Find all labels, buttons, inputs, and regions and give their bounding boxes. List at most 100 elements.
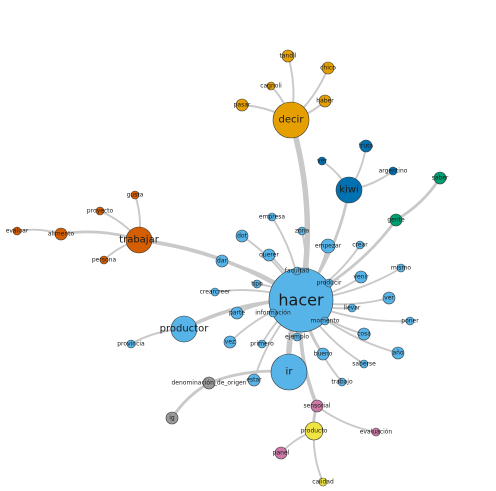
node-mismo[interactable]: mismo	[391, 263, 411, 273]
node-momento[interactable]: momento	[311, 316, 340, 326]
node-saberse-circle[interactable]	[359, 359, 369, 369]
node-crearcreer[interactable]: crearcreer	[200, 287, 231, 297]
node-venir[interactable]: venir	[353, 270, 369, 284]
node-dar-circle[interactable]	[215, 254, 229, 268]
node-dar[interactable]: dar	[215, 254, 229, 268]
node-sensorial-circle[interactable]	[310, 399, 324, 413]
node-panel-circle[interactable]	[274, 446, 288, 460]
node-haber[interactable]: haber	[316, 94, 334, 108]
node-trabajar[interactable]: trabajar	[119, 226, 160, 254]
node-hacer-circle[interactable]	[268, 267, 334, 333]
node-gusta-circle[interactable]	[130, 190, 140, 200]
node-parte-circle[interactable]	[230, 306, 244, 320]
node-producto-circle[interactable]	[304, 421, 324, 441]
node-vez[interactable]: vez	[223, 335, 237, 349]
node-informacion[interactable]: información	[255, 308, 291, 318]
node-trabajo-circle[interactable]	[337, 377, 347, 387]
node-ver_dk[interactable]: ver	[317, 156, 327, 166]
node-empresa-circle[interactable]	[267, 212, 277, 222]
node-bueno-circle[interactable]	[316, 347, 330, 361]
node-evaluacion[interactable]: evaluación	[360, 427, 393, 437]
node-saberse[interactable]: saberse	[352, 359, 376, 369]
node-evaluar[interactable]: evaluar	[6, 226, 29, 236]
node-querer[interactable]: querer	[259, 248, 279, 262]
node-cagnoli-circle[interactable]	[266, 81, 276, 91]
node-persona[interactable]: persona	[92, 255, 117, 265]
node-pasar-circle[interactable]	[235, 98, 249, 112]
node-mismo-circle[interactable]	[396, 263, 406, 273]
node-producir[interactable]: producir	[317, 278, 342, 288]
node-saber[interactable]: saber	[432, 171, 449, 185]
node-pasar[interactable]: pasar	[234, 98, 251, 112]
node-calidad[interactable]: calidad	[312, 477, 334, 487]
node-venir-circle[interactable]	[354, 270, 368, 284]
node-cosa-circle[interactable]	[357, 327, 371, 341]
node-ejemplo[interactable]: ejemplo	[285, 332, 309, 342]
node-primero[interactable]: primero	[250, 339, 274, 349]
node-ig[interactable]: ig	[165, 411, 179, 425]
node-chico-circle[interactable]	[321, 61, 335, 75]
node-cosa[interactable]: cosa	[357, 327, 371, 341]
node-gusta[interactable]: gusta	[127, 190, 144, 200]
node-querer-circle[interactable]	[262, 248, 276, 262]
node-ejemplo-circle[interactable]	[292, 332, 302, 342]
node-ano-circle[interactable]	[391, 346, 405, 360]
node-crear-circle[interactable]	[355, 240, 365, 250]
node-provincia-circle[interactable]	[126, 339, 136, 349]
node-fruta-circle[interactable]	[359, 139, 373, 153]
node-decir-circle[interactable]	[272, 101, 310, 139]
node-ir[interactable]: ir	[270, 353, 308, 391]
node-ver_dk-circle[interactable]	[317, 156, 327, 166]
node-poner-circle[interactable]	[405, 316, 415, 326]
node-poner[interactable]: poner	[401, 316, 419, 326]
node-kiwi[interactable]: kiwi	[335, 176, 363, 204]
node-kiwi-circle[interactable]	[335, 176, 363, 204]
node-ver[interactable]: ver	[382, 291, 396, 305]
node-tandil-circle[interactable]	[281, 49, 295, 63]
node-crearcreer-circle[interactable]	[210, 287, 220, 297]
node-trabajar-circle[interactable]	[125, 226, 153, 254]
node-parte[interactable]: parte	[229, 306, 245, 320]
node-llevar[interactable]: llevar	[344, 303, 361, 313]
node-ano[interactable]: año	[391, 346, 405, 360]
node-ig-circle[interactable]	[165, 411, 179, 425]
node-vez-circle[interactable]	[223, 335, 237, 349]
node-evaluacion-circle[interactable]	[371, 427, 381, 437]
node-bueno[interactable]: bueno	[314, 347, 333, 361]
node-denominacion[interactable]: denominación_de_origen	[171, 376, 247, 390]
node-denominacion-circle[interactable]	[202, 376, 216, 390]
node-trabajo[interactable]: trabajo	[331, 377, 353, 387]
node-estar[interactable]: estar	[246, 373, 262, 387]
node-productor-circle[interactable]	[170, 315, 198, 343]
node-facultad-circle[interactable]	[292, 266, 302, 276]
node-momento-circle[interactable]	[320, 316, 330, 326]
node-chico[interactable]: chico	[320, 61, 336, 75]
node-estar-circle[interactable]	[247, 373, 261, 387]
node-argentino[interactable]: argentino	[379, 166, 408, 176]
node-tipo[interactable]: tipo	[251, 279, 263, 289]
node-evaluar-circle[interactable]	[12, 226, 22, 236]
node-decir[interactable]: decir	[272, 101, 310, 139]
node-dot[interactable]: dot	[235, 229, 249, 243]
node-calidad-circle[interactable]	[318, 477, 328, 487]
node-gente[interactable]: gente	[387, 213, 405, 227]
node-primero-circle[interactable]	[257, 339, 267, 349]
node-ir-circle[interactable]	[270, 353, 308, 391]
node-saber-circle[interactable]	[433, 171, 447, 185]
node-productor[interactable]: productor	[160, 315, 210, 343]
node-producir-circle[interactable]	[324, 278, 334, 288]
node-empezar[interactable]: empezar	[315, 238, 342, 254]
node-crear[interactable]: crear	[352, 240, 368, 250]
node-empresa[interactable]: empresa	[259, 212, 285, 222]
node-fruta[interactable]: fruta	[359, 139, 374, 153]
node-haber-circle[interactable]	[318, 94, 332, 108]
node-producto[interactable]: producto	[301, 421, 328, 441]
node-tipo-circle[interactable]	[252, 279, 262, 289]
node-zona-circle[interactable]	[297, 226, 307, 236]
node-cagnoli[interactable]: cagnoli	[260, 81, 282, 91]
node-proyecto-circle[interactable]	[95, 206, 105, 216]
node-alimento[interactable]: alimento	[48, 227, 75, 241]
node-empezar-circle[interactable]	[320, 238, 336, 254]
node-persona-circle[interactable]	[99, 255, 109, 265]
node-sensorial[interactable]: sensorial	[304, 399, 331, 413]
